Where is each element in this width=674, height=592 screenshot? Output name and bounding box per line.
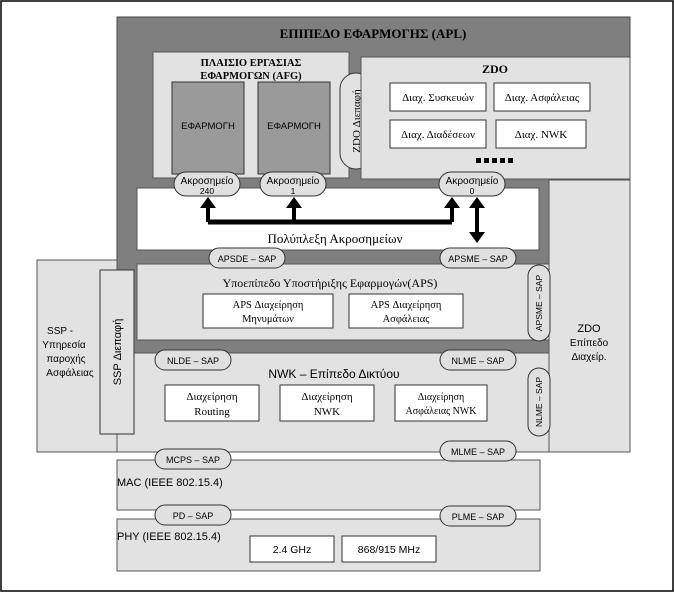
endpoint-1-pill (259, 171, 327, 197)
apl-title: ΕΠΙΠΕΔΟ ΕΦΑΡΜΟΓΗΣ (APL) (280, 26, 467, 41)
ssp-line1: SSP - (47, 326, 73, 337)
zdo-security-label: Διαχ. Ασφάλειας (505, 92, 580, 104)
endpoint-240-number: 240 (200, 186, 214, 196)
zdo-management-box (548, 179, 631, 453)
zdo-bindings-label: Διαχ. Διαδέσεων (401, 129, 475, 141)
ssp-interface-label: SSP Διεπαφή (112, 319, 124, 386)
multiplexing-label: Πολύπλεξη Ακροσημείων (268, 231, 403, 246)
endpoint-240-pill (173, 171, 241, 197)
zdo-mgmt-line2: Επίπεδο (570, 337, 609, 349)
phy-title: PHY (IEEE 802.15.4) (117, 531, 221, 543)
apsme-sap-pill (439, 247, 517, 269)
aps-security-mgmt-line1: APS Διαχείρηση (371, 300, 442, 311)
aps-message-mgmt-line1: APS Διαχείρηση (233, 300, 304, 311)
apsde-sap-label: APSDE – SAP (218, 254, 277, 264)
nwk-security-box (394, 384, 488, 422)
mlme-sap-pill (439, 440, 517, 462)
nwk-mgmt-line2: NWK (314, 406, 340, 418)
endpoint-0-pill (438, 171, 506, 197)
mcps-sap-label: MCPS – SAP (166, 455, 220, 465)
zdo-nwk-label: Διαχ. NWK (515, 129, 568, 141)
endpoint-0-label: Ακροσημείο (446, 175, 499, 187)
zdo-devices-box (389, 82, 487, 112)
nlme-sap-label: NLME – SAP (451, 356, 504, 366)
aps-security-mgmt-line2: Ασφάλειας (383, 314, 431, 325)
phy-band-24ghz-label: 2.4 GHz (273, 544, 312, 556)
endpoint-0-number: 0 (470, 186, 475, 196)
nwk-mgmt-line1: Διαχείρηση (301, 391, 352, 403)
zdo-mgmt-line1: ZDO (577, 323, 601, 335)
nwk-title: NWK – Επίπεδο Δικτύου (268, 367, 399, 381)
zdo-bindings-box (389, 119, 487, 149)
ssp-line2: Υπηρεσία (42, 339, 86, 351)
nwk-routing-line2: Routing (194, 406, 230, 418)
zdo-title: ZDO (482, 62, 508, 76)
nwk-mgmt-box (279, 384, 375, 422)
application-label-1: ΕΦΑΡΜΟΓΗ (267, 121, 321, 132)
apsme-sap-vertical-label: APSME – SAP (534, 275, 544, 332)
nlde-sap-pill (154, 349, 232, 371)
ssp-line3: παροχής (46, 353, 85, 365)
mlme-sap-label: MLME – SAP (451, 447, 505, 457)
mac-title: MAC (IEEE 802.15.4) (117, 477, 223, 489)
zdo-devices-label: Διαχ. Συσκευών (402, 92, 474, 104)
aps-security-mgmt-box (348, 293, 464, 329)
endpoint-bus-arrows (200, 197, 485, 243)
multiplexing-area (136, 187, 540, 251)
zdo-security-box (493, 82, 591, 112)
aps-message-mgmt-box (202, 293, 334, 329)
plme-sap-label: PLME – SAP (452, 512, 505, 522)
phy-band-868-label: 868/915 MHz (358, 544, 420, 556)
zdo-mgmt-line3: Διαχείρ. (571, 351, 606, 363)
zdo-more-dots (476, 158, 513, 163)
pd-sap-label: PD – SAP (173, 511, 214, 521)
ssp-interface-pill (99, 269, 135, 435)
endpoint-1-number: 1 (291, 186, 296, 196)
aps-title: Υποεπίπεδο Υποστήριξης Εφαρμογών(APS) (223, 276, 438, 290)
endpoint-1-label: Ακροσημείο (267, 175, 320, 187)
nwk-routing-line1: Διαχείρηση (186, 391, 237, 403)
aps-message-mgmt-line2: Μηνυμάτων (242, 314, 294, 325)
nwk-routing-box (164, 384, 260, 422)
nwk-security-line1: Διαχείρηση (418, 392, 465, 403)
pd-sap-pill (154, 504, 232, 526)
nlme-sap-pill (439, 349, 517, 371)
nlme-sap-vertical-label: NLME – SAP (534, 377, 544, 427)
afg-title-line2: ΕΦΑΡΜΟΓΩΝ (AFG) (200, 71, 302, 82)
zdo-nwk-box (495, 119, 587, 149)
application-box-1 (257, 81, 331, 175)
nwk-security-line2: Ασφάλειας NWK (406, 406, 478, 417)
apsde-sap-pill (208, 247, 286, 269)
plme-sap-pill (439, 505, 517, 527)
application-label-240: ΕΦΑΡΜΟΓΗ (181, 121, 235, 132)
ssp-line4: Ασφάλειας (46, 367, 94, 379)
phy-band-24ghz-box (249, 535, 335, 563)
nlme-sap-vertical-pill (527, 367, 551, 437)
zdo-interface-label: ZDO Διεπαφή (351, 89, 363, 153)
mcps-sap-pill (154, 448, 232, 470)
nlde-sap-label: NLDE – SAP (167, 356, 219, 366)
apsme-sap-vertical-pill (527, 264, 551, 342)
phy-band-868-box (341, 535, 437, 563)
endpoint-240-label: Ακροσημείο (181, 175, 234, 187)
afg-title-line1: ΠΛΑΙΣΙΟ ΕΡΓΑΣΙΑΣ (201, 58, 302, 69)
application-box-240 (171, 81, 245, 175)
apsme-sap-label: APSME – SAP (448, 254, 508, 264)
